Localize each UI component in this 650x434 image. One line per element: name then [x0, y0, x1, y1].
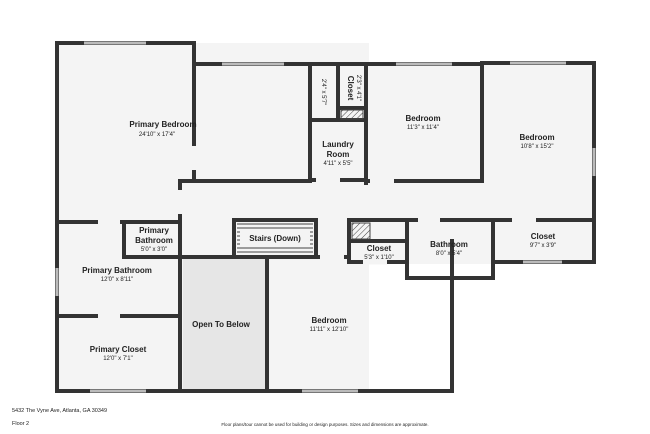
- bedroom-c-dim: 11'11" x 12'10": [310, 327, 349, 333]
- closet-right-name: Closet: [346, 76, 355, 101]
- stairs-name: Stairs (Down): [249, 234, 301, 243]
- primary-bath-small-name-2: Bathroom: [135, 236, 173, 245]
- bedroom-a-name: Bedroom: [405, 114, 440, 123]
- bathroom-dim: 8'0" x 5'4": [436, 251, 462, 257]
- open-to-below-area: [183, 258, 267, 389]
- duct-hatch-mid: [351, 222, 371, 240]
- bathroom-name: Bathroom: [430, 240, 468, 249]
- closet-right-dim: 2'3" x 4'1": [355, 75, 361, 101]
- laundry-dim: 4'11" x 5'5": [323, 161, 352, 167]
- bedroom-a-dim: 11'3" x 11'4": [407, 125, 439, 131]
- windows: [55, 41, 596, 393]
- primary-bedroom-name: Primary Bedroom: [129, 120, 196, 129]
- closet-mid-name: Closet: [367, 244, 392, 253]
- primary-bathroom-name: Primary Bathroom: [82, 266, 152, 275]
- closet-far-dim: 9'7" x 3'9": [530, 243, 556, 249]
- open-to-below-name: Open To Below: [192, 320, 250, 329]
- disclaimer-text: Floor plans/tour cannot be used for buil…: [221, 422, 429, 427]
- floor-label: Floor 2: [12, 421, 30, 427]
- primary-closet-name: Primary Closet: [90, 345, 147, 354]
- closet-far-name: Closet: [531, 232, 556, 241]
- stairs-label-bg: [240, 231, 310, 245]
- closet-mid-dim: 5'3" x 1'10": [364, 255, 394, 261]
- bedroom-b-name: Bedroom: [519, 133, 554, 142]
- primary-closet-dim: 12'0" x 7'1": [103, 356, 133, 362]
- laundry-name-1: Laundry: [322, 140, 354, 149]
- primary-bath-small-name-1: Primary: [139, 226, 169, 235]
- door-openings: [98, 146, 536, 319]
- primary-bedroom-dim: 24'10" x 17'4": [139, 132, 175, 138]
- closet-left-dim: 2'4" x 5'7": [320, 79, 326, 105]
- bedroom-b-dim: 10'8" x 15'2": [521, 144, 554, 150]
- address-text: 5432 The Vyne Ave, Atlanta, GA 30349: [12, 408, 108, 414]
- laundry-name-2: Room: [327, 150, 350, 159]
- primary-bath-small-dim: 5'0" x 3'0": [141, 247, 167, 253]
- primary-bathroom-dim: 12'0" x 8'11": [101, 277, 133, 283]
- duct-hatch-top: [340, 109, 364, 120]
- bedroom-c-name: Bedroom: [311, 316, 346, 325]
